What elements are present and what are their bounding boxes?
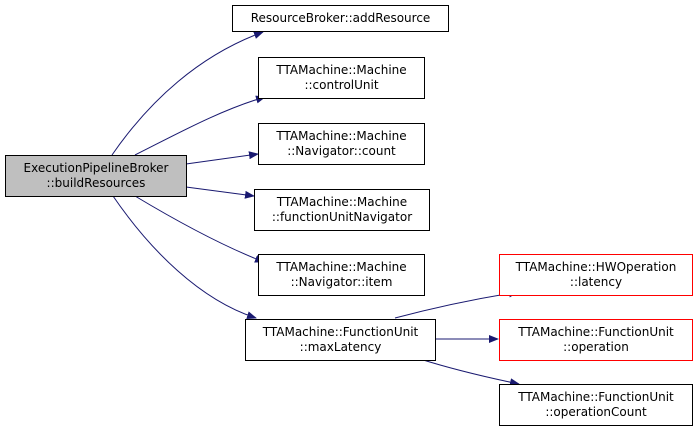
node-functionunit-maxlatency[interactable]: TTAMachine::FunctionUnit ::maxLatency	[245, 319, 436, 361]
node-machine-functionunitnavigator[interactable]: TTAMachine::Machine ::functionUnitNaviga…	[254, 189, 430, 231]
node-label-line1: ExecutionPipelineBroker	[23, 161, 169, 175]
node-label-line2: ::maxLatency	[299, 340, 382, 354]
node-hwoperation-latency[interactable]: TTAMachine::HWOperation ::latency	[499, 254, 693, 296]
edge-root-to-controlunit	[134, 95, 266, 156]
node-label-line2: ::controlUnit	[304, 78, 379, 92]
edge-root-to-navigator-count	[185, 151, 259, 165]
node-label-line2: ::operation	[563, 340, 629, 354]
edge-root-to-navigator-item	[134, 195, 265, 263]
node-machine-navigator-count[interactable]: TTAMachine::Machine ::Navigator::count	[258, 123, 425, 165]
node-label-line1: TTAMachine::Machine	[276, 260, 407, 274]
node-label-line1: TTAMachine::FunctionUnit	[518, 390, 674, 404]
node-label-line1: TTAMachine::HWOperation	[515, 260, 677, 274]
node-label-line2: ::buildResources	[46, 176, 146, 190]
node-label-line1: ResourceBroker::addResource	[250, 11, 431, 25]
node-functionunit-operation[interactable]: TTAMachine::FunctionUnit ::operation	[499, 319, 693, 361]
edge-maxlatency-to-operationcount	[419, 358, 520, 387]
node-label-line2: ::Navigator::item	[290, 275, 393, 289]
node-label-line1: TTAMachine::FunctionUnit	[518, 325, 674, 339]
node-label-line1: TTAMachine::FunctionUnit	[262, 325, 419, 339]
node-machine-controlunit[interactable]: TTAMachine::Machine ::controlUnit	[258, 57, 425, 99]
node-label-line2: ::Navigator::count	[287, 144, 396, 158]
edge-root-to-maxlatency	[112, 195, 257, 320]
edge-root-to-functionunitnavigator	[185, 186, 255, 199]
node-label-line2: ::functionUnitNavigator	[271, 210, 413, 224]
node-resourcebroker-addresource[interactable]: ResourceBroker::addResource	[232, 5, 449, 32]
node-label-line1: TTAMachine::Machine	[276, 63, 407, 77]
node-label-line1: TTAMachine::Machine	[276, 129, 407, 143]
edge-root-to-addresource	[111, 31, 264, 156]
node-functionunit-operationcount[interactable]: TTAMachine::FunctionUnit ::operationCoun…	[499, 384, 693, 426]
node-label-line2: ::latency	[569, 275, 623, 289]
node-executionpipelinebroker-buildresources: ExecutionPipelineBroker ::buildResources	[5, 155, 187, 197]
node-machine-navigator-item[interactable]: TTAMachine::Machine ::Navigator::item	[258, 254, 425, 296]
node-label-line2: ::operationCount	[545, 405, 647, 419]
node-label-line1: TTAMachine::Machine	[276, 195, 408, 209]
